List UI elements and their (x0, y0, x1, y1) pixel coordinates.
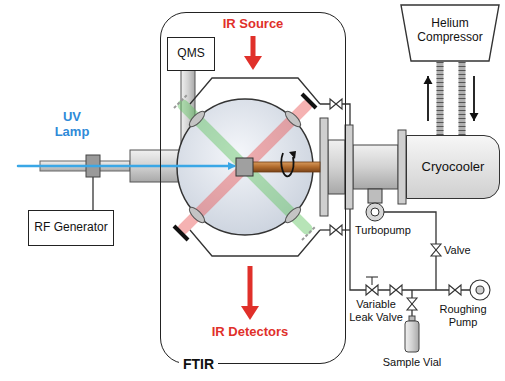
node-label: Helium Compressor (414, 17, 486, 45)
window (187, 205, 207, 225)
arrow-head (470, 113, 479, 121)
leak-valve-stem (371, 277, 372, 285)
frame-line (190, 78, 320, 104)
rf-generator-box: RF Generator (28, 210, 114, 246)
leak-valve-handle (366, 276, 378, 277)
vacuum-line (384, 212, 436, 290)
hose-body (437, 62, 444, 135)
arrow-head (424, 76, 433, 84)
sample-vial-symbol (405, 316, 419, 352)
flange (345, 125, 353, 209)
valve-symbol (390, 285, 402, 295)
sample-window (236, 158, 253, 176)
node-label: Cryocooler (418, 160, 489, 175)
valve-symbol (431, 244, 441, 256)
part-label: Sample Vial (380, 356, 444, 369)
instrument-label: FTIR (179, 356, 218, 372)
uv-beam-head (228, 162, 236, 170)
uv-beam (18, 165, 234, 168)
ir-source-arrow-head (244, 56, 262, 70)
helium-compressor: Helium Compressor (400, 4, 500, 62)
tube-section (328, 140, 345, 194)
roughing-pump-symbol (470, 280, 490, 300)
frame-line (190, 230, 320, 256)
part-label: Valve (444, 244, 471, 257)
filter (174, 94, 188, 108)
ir-source-arrow (251, 36, 256, 58)
valve-symbol (449, 285, 461, 295)
valve-symbol (330, 99, 342, 109)
helium-hose (462, 62, 479, 135)
rf-wire (92, 176, 93, 210)
ftir-enclosure: FTIRQMS (160, 12, 346, 364)
part-label: Roughing Pump (424, 303, 502, 328)
part-label: Variable Leak Valve (347, 298, 405, 323)
ir-detector-arrow-head (241, 306, 259, 320)
node-label: RF Generator (30, 221, 111, 235)
part-label: UV Lamp (48, 110, 96, 140)
compressor-shape (401, 5, 499, 61)
valve-symbol (407, 298, 417, 310)
part-label: IR Source (200, 17, 306, 32)
flange (398, 130, 406, 204)
leak-valve-symbol (366, 285, 378, 295)
node-label: QMS (173, 47, 208, 61)
window (283, 109, 303, 129)
cryocooler-stages (320, 118, 406, 216)
hose-ribs (437, 62, 444, 135)
cryocooler-body: Cryocooler (406, 135, 500, 199)
qms-box: QMS (167, 37, 215, 71)
hose-body (459, 62, 466, 135)
tube-section (353, 145, 398, 189)
window (187, 109, 207, 129)
part-label: Turbopump (355, 224, 411, 237)
valve-symbol (330, 225, 342, 235)
part-label: IR Detectors (195, 325, 305, 340)
turbopump-symbol (366, 189, 384, 221)
window (283, 205, 303, 225)
flange (320, 118, 328, 216)
ir-arrows (241, 36, 262, 320)
ir-detector-arrow (248, 266, 253, 308)
hose-ribs (459, 62, 466, 135)
rotation-arrow (281, 151, 296, 176)
helium-hose (424, 62, 441, 135)
mirror (174, 226, 188, 240)
optics-frame (190, 78, 320, 256)
